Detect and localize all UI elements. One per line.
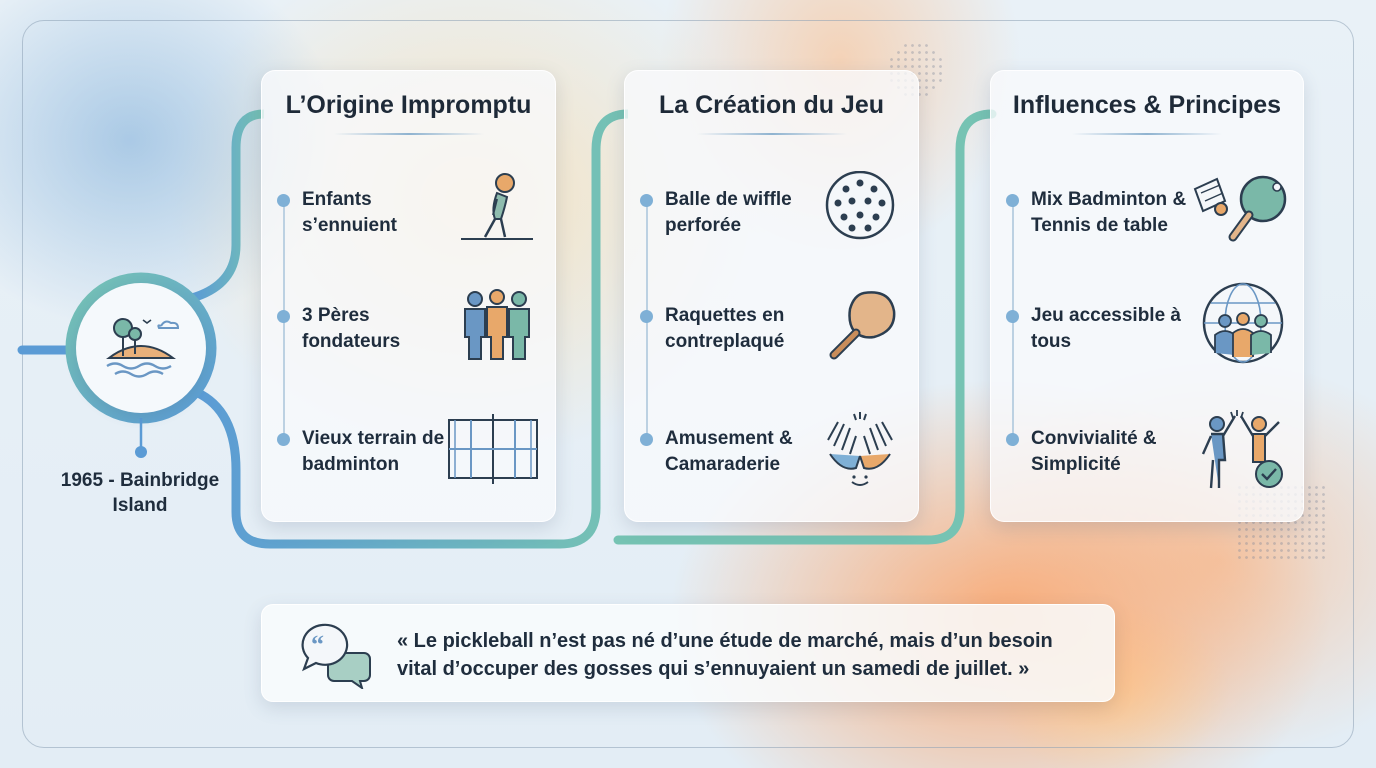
bullet-dot — [277, 433, 290, 446]
three-fathers-icon — [464, 289, 530, 360]
list-item: Vieux terrain de badminton — [262, 414, 555, 488]
bullet-dot — [1006, 310, 1019, 323]
quote-text: « Le pickleball n’est pas né d’une étude… — [397, 630, 1053, 680]
island-icon — [105, 318, 180, 378]
celebrating-people-icon — [1201, 410, 1283, 489]
outer-frame — [22, 20, 1354, 748]
shuttlecock-pingpong-icon — [1193, 175, 1287, 242]
list-item: Jeu accessible à tous — [991, 282, 1303, 365]
connector-hub-to-bottom — [193, 109, 629, 549]
globe-people-icon — [1202, 282, 1284, 364]
item-label: Amusement & Camaraderie — [665, 428, 793, 475]
bullet-dot — [640, 310, 653, 323]
origin-label: 1965 - Bainbridge Island — [60, 470, 220, 516]
item-label: Vieux terrain de badminton — [302, 428, 445, 475]
card-influences: Influences & Principes Mix Badminton & T… — [990, 70, 1304, 522]
bullet-dot — [1006, 194, 1019, 207]
bullet-dot — [640, 433, 653, 446]
list-item: Raquettes en contreplaqué — [625, 291, 918, 365]
item-label: Enfants s’ennuient — [302, 189, 398, 236]
bullet-dot — [277, 310, 290, 323]
list-item: Enfants s’ennuient — [262, 173, 555, 249]
list-item: Amusement & Camaraderie — [625, 412, 918, 488]
list-item: Balle de wiffle perforée — [625, 171, 918, 249]
bullet-dot — [1006, 433, 1019, 446]
quote-box: “ « Le pickleball n’est pas né d’une étu… — [261, 604, 1115, 702]
item-label: Jeu accessible à tous — [1031, 305, 1181, 352]
title-divider — [696, 133, 847, 135]
title-divider — [1072, 133, 1222, 135]
list-item: Mix Badminton & Tennis de table — [991, 175, 1303, 249]
item-label: Balle de wiffle perforée — [665, 189, 792, 236]
bullet-dot — [277, 194, 290, 207]
item-label: Convivialité & Simplicité — [1031, 428, 1157, 475]
plywood-paddle-icon — [829, 291, 896, 360]
bored-child-icon — [461, 173, 533, 240]
title-divider — [333, 133, 484, 135]
list-item: 3 Pères fondateurs — [262, 289, 555, 365]
bullet-dot — [640, 194, 653, 207]
list-item: Convivialité & Simplicité — [991, 410, 1303, 489]
connector-hub-to-card1 — [190, 109, 265, 303]
svg-text:“: “ — [311, 630, 324, 659]
connector-card2-to-card3 — [613, 109, 997, 545]
card-title: Influences & Principes — [1012, 91, 1282, 119]
item-label: Raquettes en contreplaqué — [665, 305, 785, 352]
card-title: L’Origine Impromptu — [285, 91, 532, 119]
wiffle-ball-icon — [825, 171, 895, 240]
item-label: 3 Pères fondateurs — [302, 305, 401, 352]
high-five-icon — [827, 412, 893, 486]
item-label: Mix Badminton & Tennis de table — [1031, 189, 1187, 236]
badminton-court-icon — [448, 414, 538, 484]
card-origin: L’Origine Impromptu Enfants s’ennuient 3… — [261, 70, 556, 522]
card-creation: La Création du Jeu Balle de wiffle perfo… — [624, 70, 919, 522]
speech-bubbles-icon: “ — [301, 623, 371, 689]
hub-pin-dot — [135, 446, 147, 458]
origin-hub — [76, 283, 206, 413]
card-title: La Création du Jeu — [658, 91, 885, 119]
